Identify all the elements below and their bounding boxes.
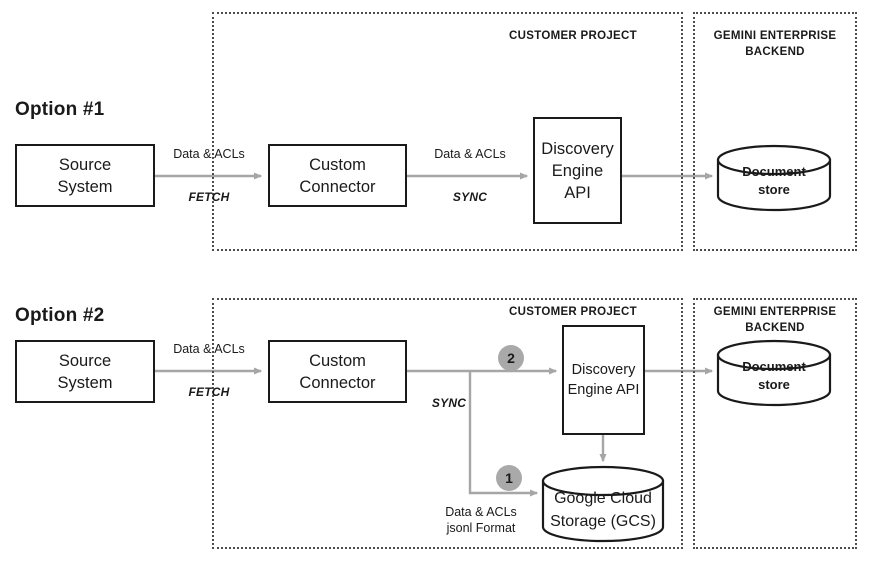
option2-edge-verb-sync: SYNC — [431, 396, 467, 410]
option1-edge-label-fetch-data: Data & ACLs — [173, 147, 245, 161]
option2-gcs-cylinder — [541, 465, 665, 543]
option2-edge-label-gcs-jsonl: Data & ACLs jsonl Format — [445, 505, 517, 535]
option2-arrow-connector-to-gcs — [468, 371, 539, 497]
option2-heading: Option #2 — [15, 305, 105, 326]
option1-node-discovery-engine-api[interactable]: Discovery Engine API — [533, 117, 622, 224]
option1-node-custom-connector[interactable]: Custom Connector — [268, 144, 407, 207]
option2-step-badge-2: 2 — [498, 345, 524, 371]
option1-heading: Option #1 — [15, 99, 105, 120]
option1-document-store-cylinder — [716, 144, 832, 212]
option2-edge-label-fetch-data: Data & ACLs — [173, 342, 245, 356]
option2-node-discovery-engine-api[interactable]: Discovery Engine API — [562, 325, 645, 435]
option2-zone-customer-project-title: CUSTOMER PROJECT — [509, 306, 637, 318]
option1-zone-gemini-backend — [693, 12, 857, 251]
option2-edge-verb-fetch: FETCH — [188, 385, 230, 399]
option1-edge-label-sync-data: Data & ACLs — [434, 147, 506, 161]
option2-zone-gemini-backend — [693, 298, 857, 549]
option1-zone-customer-project-title: CUSTOMER PROJECT — [509, 30, 637, 42]
option2-zone-gemini-backend-title: GEMINI ENTERPRISE BACKEND — [713, 306, 837, 334]
option1-edge-verb-sync: SYNC — [452, 190, 488, 204]
option1-zone-gemini-backend-title: GEMINI ENTERPRISE BACKEND — [713, 30, 837, 58]
option2-zone-customer-project — [212, 298, 683, 549]
option2-node-source-system[interactable]: Source System — [15, 340, 155, 403]
option2-document-store-cylinder — [716, 339, 832, 407]
option1-zone-customer-project — [212, 12, 683, 251]
option1-node-source-system[interactable]: Source System — [15, 144, 155, 207]
option2-step-badge-1: 1 — [496, 465, 522, 491]
option1-edge-verb-fetch: FETCH — [188, 190, 230, 204]
option2-node-custom-connector[interactable]: Custom Connector — [268, 340, 407, 403]
